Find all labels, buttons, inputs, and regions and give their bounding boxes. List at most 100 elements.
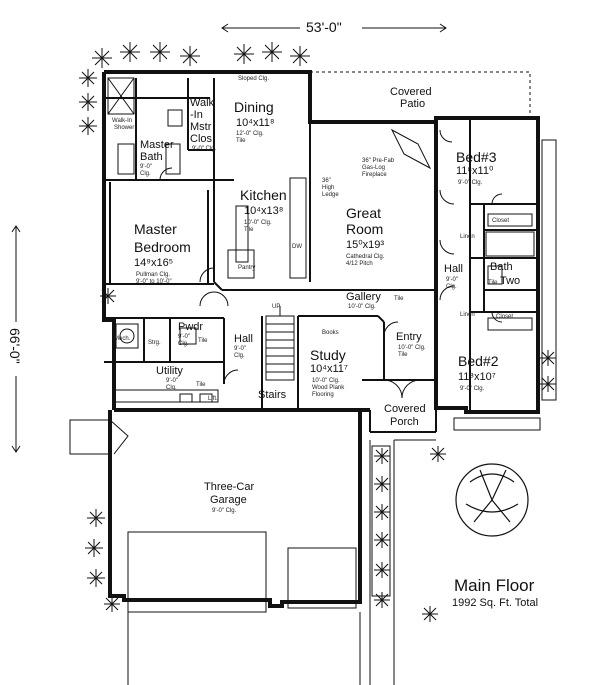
master-bath-label-1: Master [140, 139, 174, 151]
overall-width-label: 53'-0" [306, 19, 342, 35]
walk-in-shower-label-2: Shower [114, 125, 135, 131]
stairs-treads [265, 306, 295, 381]
great-room-note-2: 4/12 Pitch [346, 261, 373, 267]
great-room-size: 15⁰x19³ [346, 239, 385, 251]
gallery-note-2: Tile [394, 296, 404, 302]
stairs-up-label: UP [272, 304, 281, 310]
width-dimension-line [221, 23, 447, 33]
landscape-hedges [371, 139, 557, 597]
dining-label: Dining [234, 99, 274, 115]
ledge-note-1: 36" [322, 178, 331, 184]
garage-label-1: Three-Car [204, 481, 255, 493]
hall-right-note-2: Clg. [446, 284, 457, 290]
gallery-label: Gallery [346, 291, 381, 303]
overall-depth-label: 66'-0" [7, 328, 23, 364]
master-bedroom-note-2: 9'-0" to 10'-0" [136, 279, 172, 285]
utility-note-1: 9'-0" [166, 378, 178, 384]
fireplace-note-3: Fireplace [362, 172, 387, 178]
utility-note-2: Clg. [166, 385, 177, 391]
pwdr-label: Pwdr [178, 321, 204, 333]
pantry-label: Pantry [238, 265, 256, 271]
linen-1-label: Linen [460, 234, 475, 240]
utility-note-3: Tile [196, 382, 206, 388]
drive-and-walk [69, 419, 436, 685]
covered-porch-label-2: Porch [390, 416, 419, 428]
fixtures [107, 77, 535, 403]
ledge-note-3: Ledge [322, 192, 339, 198]
kitchen-note-2: Tile [244, 227, 254, 233]
covered-patio-label-2: Patio [400, 98, 426, 110]
stairs-label: Stairs [258, 389, 287, 401]
study-size: 10⁴x11⁷ [310, 363, 348, 375]
tree-canopy-icon [455, 463, 529, 537]
pwdr-note-3: Tile [198, 338, 208, 344]
interior-walls [104, 78, 538, 433]
ledge-note-2: High [322, 185, 335, 191]
great-room-note-1: Cathedral Clg. [346, 254, 385, 260]
master-bath-note-2: Clg. [140, 171, 151, 177]
plan-subtitle: 1992 Sq. Ft. Total [452, 597, 539, 609]
walk-in-closet-label-3: Mstr [190, 121, 212, 133]
walk-in-shower-label-1: Walk-In [112, 118, 133, 124]
master-bedroom-note-1: Pullman Clg. [136, 272, 171, 278]
strg-label: Strg. [148, 340, 161, 346]
dining-note-2: Tile [236, 138, 246, 144]
fireplace-note-2: Gas-Log [362, 165, 386, 171]
hall-right-label: Hall [444, 263, 463, 275]
pwdr-note-1: 9'-0" [178, 334, 190, 340]
hall-left-note-2: Clg. [234, 353, 245, 359]
entry-note-1: 10'-0" Clg. [398, 345, 426, 351]
garage-label-2: Garage [210, 494, 247, 506]
utility-label: Utility [156, 365, 183, 377]
hall-left-note-1: 9'-0" [234, 346, 246, 352]
bed3-size: 11⁸x11⁰ [456, 165, 494, 177]
patio-outline [310, 71, 531, 118]
bed2-size: 11⁸x10⁷ [458, 371, 496, 383]
great-room-label-2: Room [346, 221, 384, 237]
dining-size: 10⁴x11⁸ [236, 117, 275, 129]
kitchen-size: 10⁴x13⁸ [244, 205, 284, 217]
walk-in-closet-note: 9'-0" Clg. [192, 146, 217, 152]
mech-label: Mech. [114, 336, 131, 342]
depth-dimension-line [11, 225, 21, 453]
hall-right-note-1: 9'-0" [446, 277, 458, 283]
closet-1-label: Closet [492, 218, 510, 224]
sloped-clg-note: Sloped Clg. [238, 76, 270, 82]
study-note-2: Wood Plank [312, 385, 345, 391]
hall-left-label: Hall [234, 333, 253, 345]
walk-in-closet-label-1: Walk [190, 97, 215, 109]
bath-two-note: Tile [488, 280, 498, 286]
walk-in-closet-label-4: Clos. [190, 133, 216, 145]
master-bath-label-2: Bath [140, 151, 163, 163]
dining-note-1: 12'-0" Clg. [236, 131, 264, 137]
bed2-label: Bed#2 [458, 353, 499, 369]
linen-2-label: Linen [460, 312, 475, 318]
walk-in-closet-label-2: -In [190, 109, 203, 121]
covered-patio-label-1: Covered [390, 86, 432, 98]
lift-label: Lift. [208, 396, 218, 402]
master-bedroom-size: 14⁹x16⁵ [134, 257, 174, 269]
master-bedroom-label-1: Master [134, 221, 177, 237]
study-label: Study [310, 347, 346, 363]
gallery-note-1: 10'-0" Clg. [348, 304, 376, 310]
bed2-note: 9'-0" Clg. [460, 386, 485, 392]
pwdr-note-2: Clg. [178, 341, 189, 347]
landscape-shrubs [79, 42, 556, 622]
plan-title: Main Floor [454, 576, 535, 595]
bed3-label: Bed#3 [456, 149, 497, 165]
books-label: Books [322, 330, 339, 336]
bed3-note: 9'-0" Clg. [458, 180, 483, 186]
kitchen-note-1: 10'-0" Clg. [244, 220, 272, 226]
kitchen-label: Kitchen [240, 187, 287, 203]
entry-note-2: Tile [398, 352, 408, 358]
dishwasher-label: DW [292, 244, 302, 250]
bath-two-label-2: Two [500, 275, 521, 287]
master-bedroom-label-2: Bedroom [134, 239, 191, 255]
study-note-1: 10'-0" Clg. [312, 378, 340, 384]
study-note-3: Flooring [312, 392, 334, 398]
entry-label: Entry [396, 331, 422, 343]
garage-note: 9'-0" Clg. [212, 508, 237, 514]
door-swings [159, 129, 503, 399]
covered-porch-label-1: Covered [384, 403, 426, 415]
